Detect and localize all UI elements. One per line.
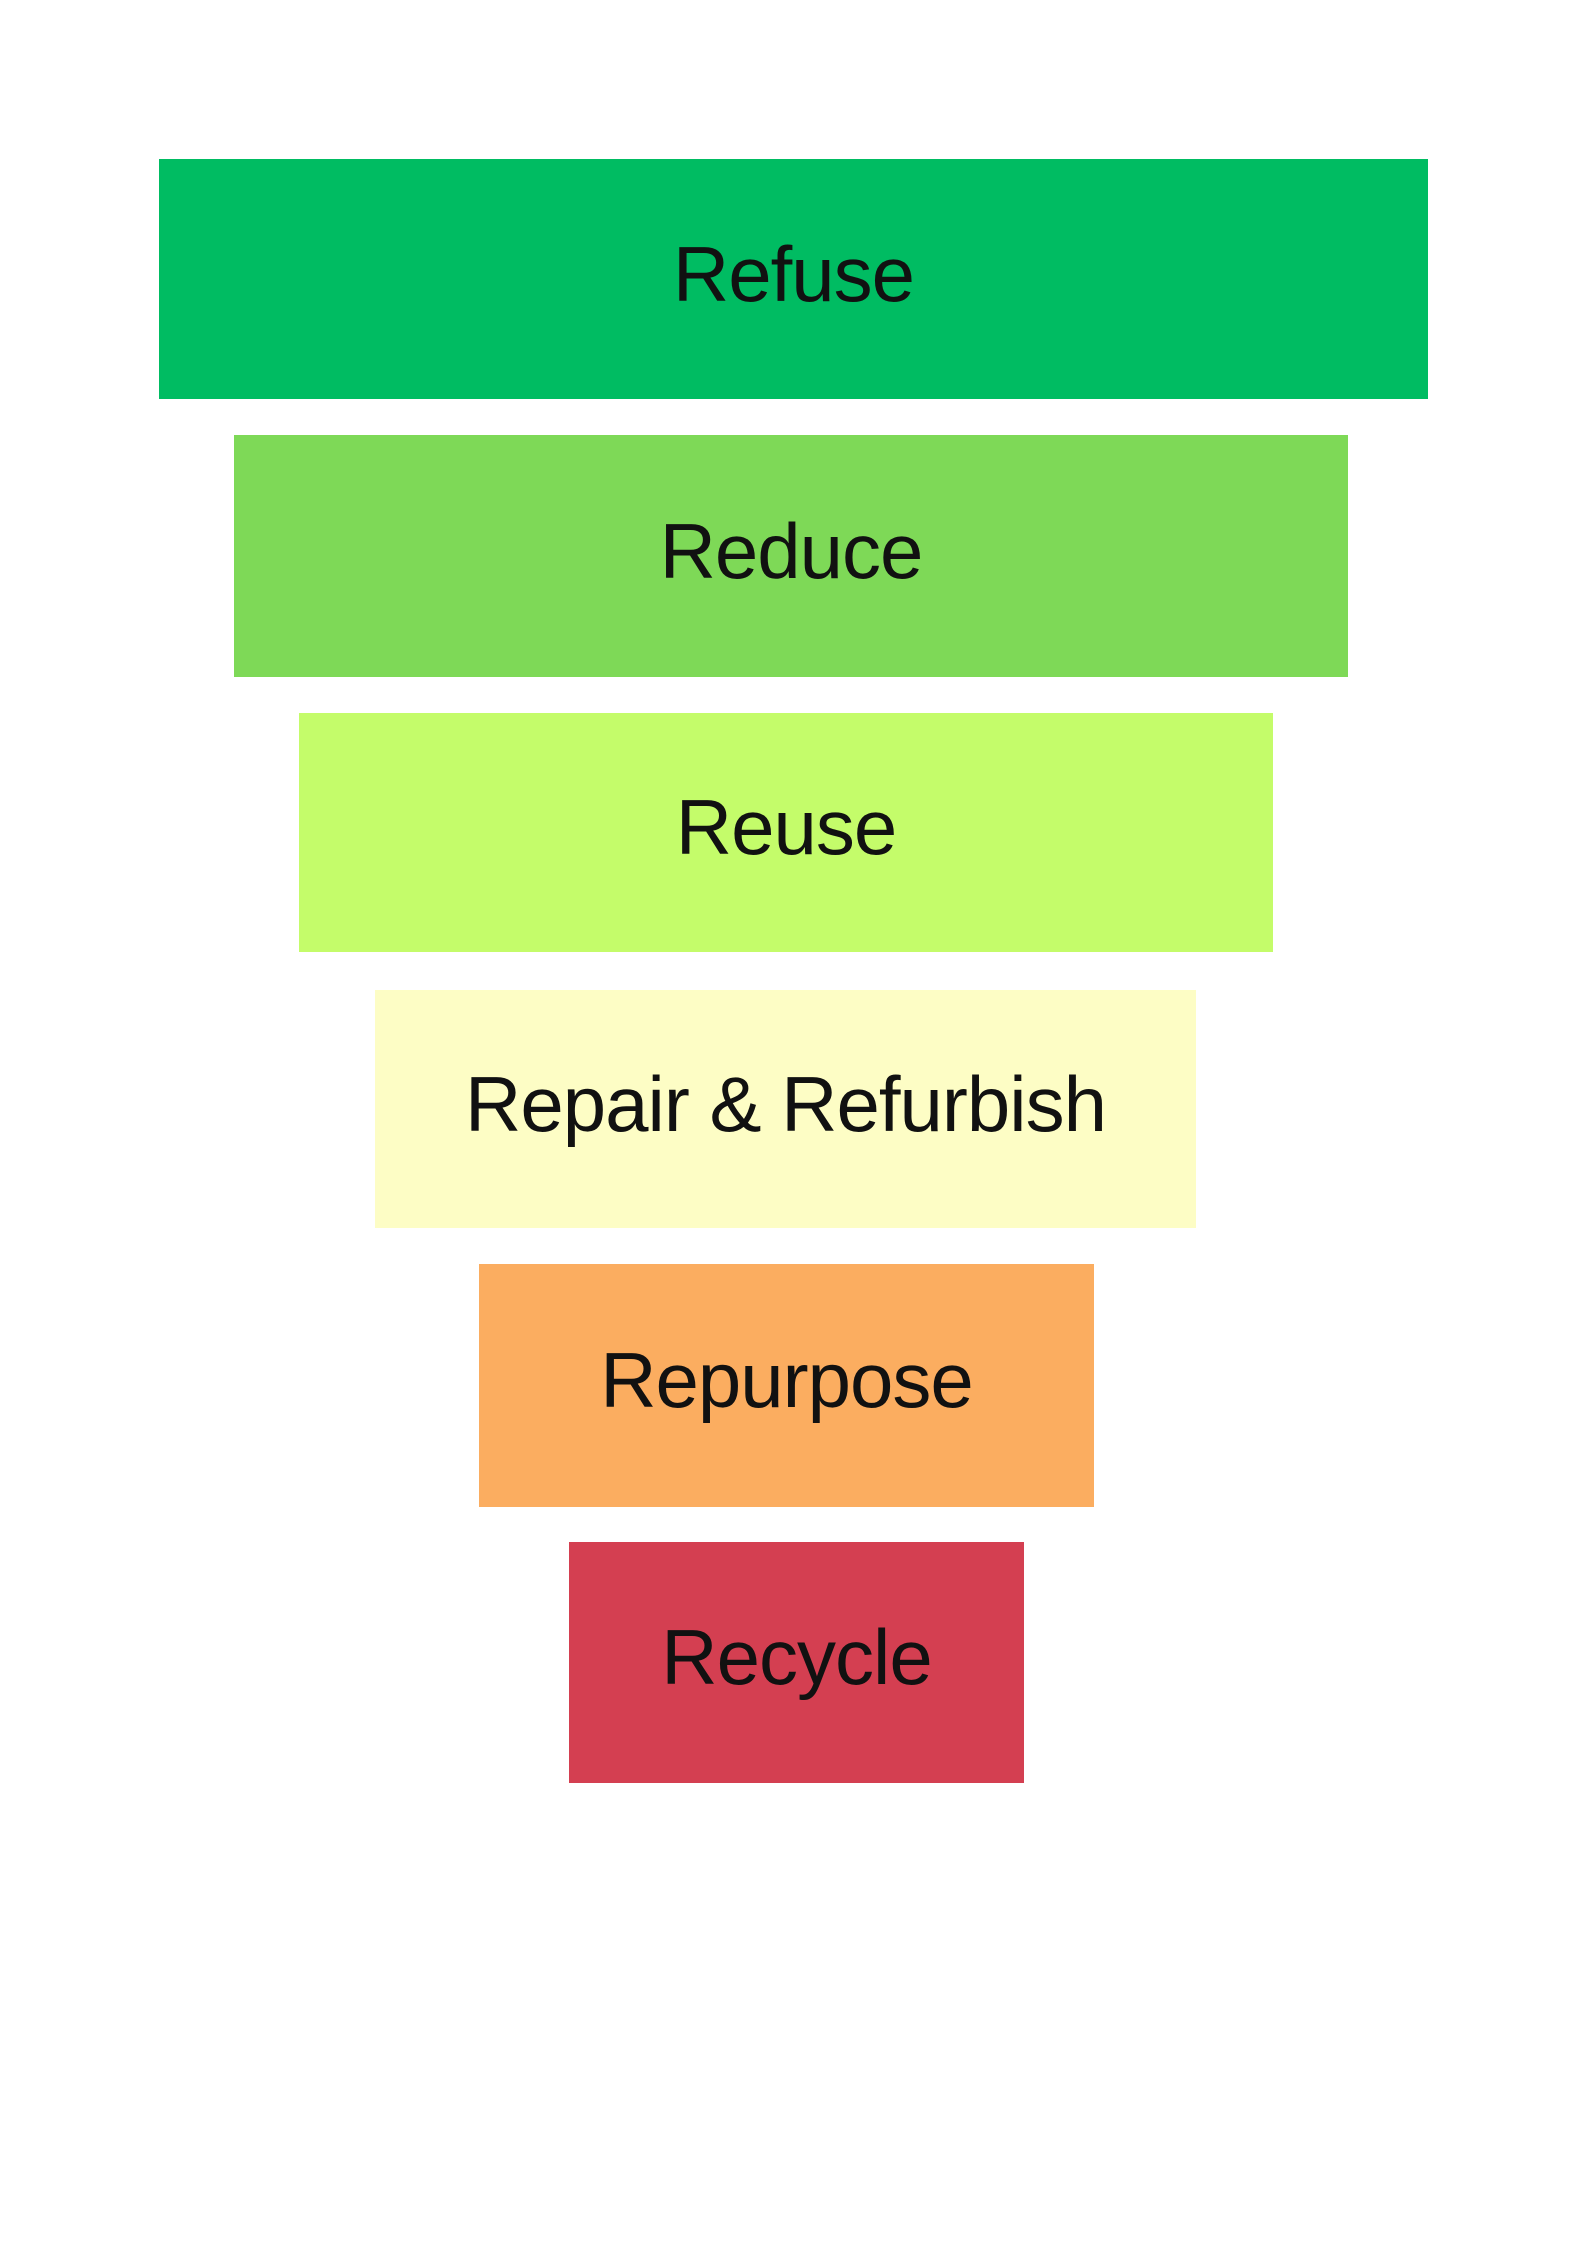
- funnel-level-label: Repurpose: [600, 1336, 974, 1424]
- funnel-level-reduce: Reduce: [234, 435, 1348, 677]
- funnel-level-label: Reuse: [675, 783, 897, 871]
- funnel-level-label: Repair & Refurbish: [465, 1059, 1107, 1148]
- funnel-level-recycle: Recycle: [569, 1542, 1024, 1783]
- funnel-level-reuse: Reuse: [299, 713, 1273, 952]
- funnel-level-label: Refuse: [672, 229, 915, 318]
- funnel-level-label: Reduce: [659, 506, 924, 595]
- funnel-level-label: Recycle: [661, 1613, 932, 1701]
- funnel-level-refuse: Refuse: [159, 159, 1428, 399]
- funnel-level-repurpose: Repurpose: [479, 1264, 1094, 1507]
- funnel-level-repair-refurbish: Repair & Refurbish: [375, 990, 1196, 1228]
